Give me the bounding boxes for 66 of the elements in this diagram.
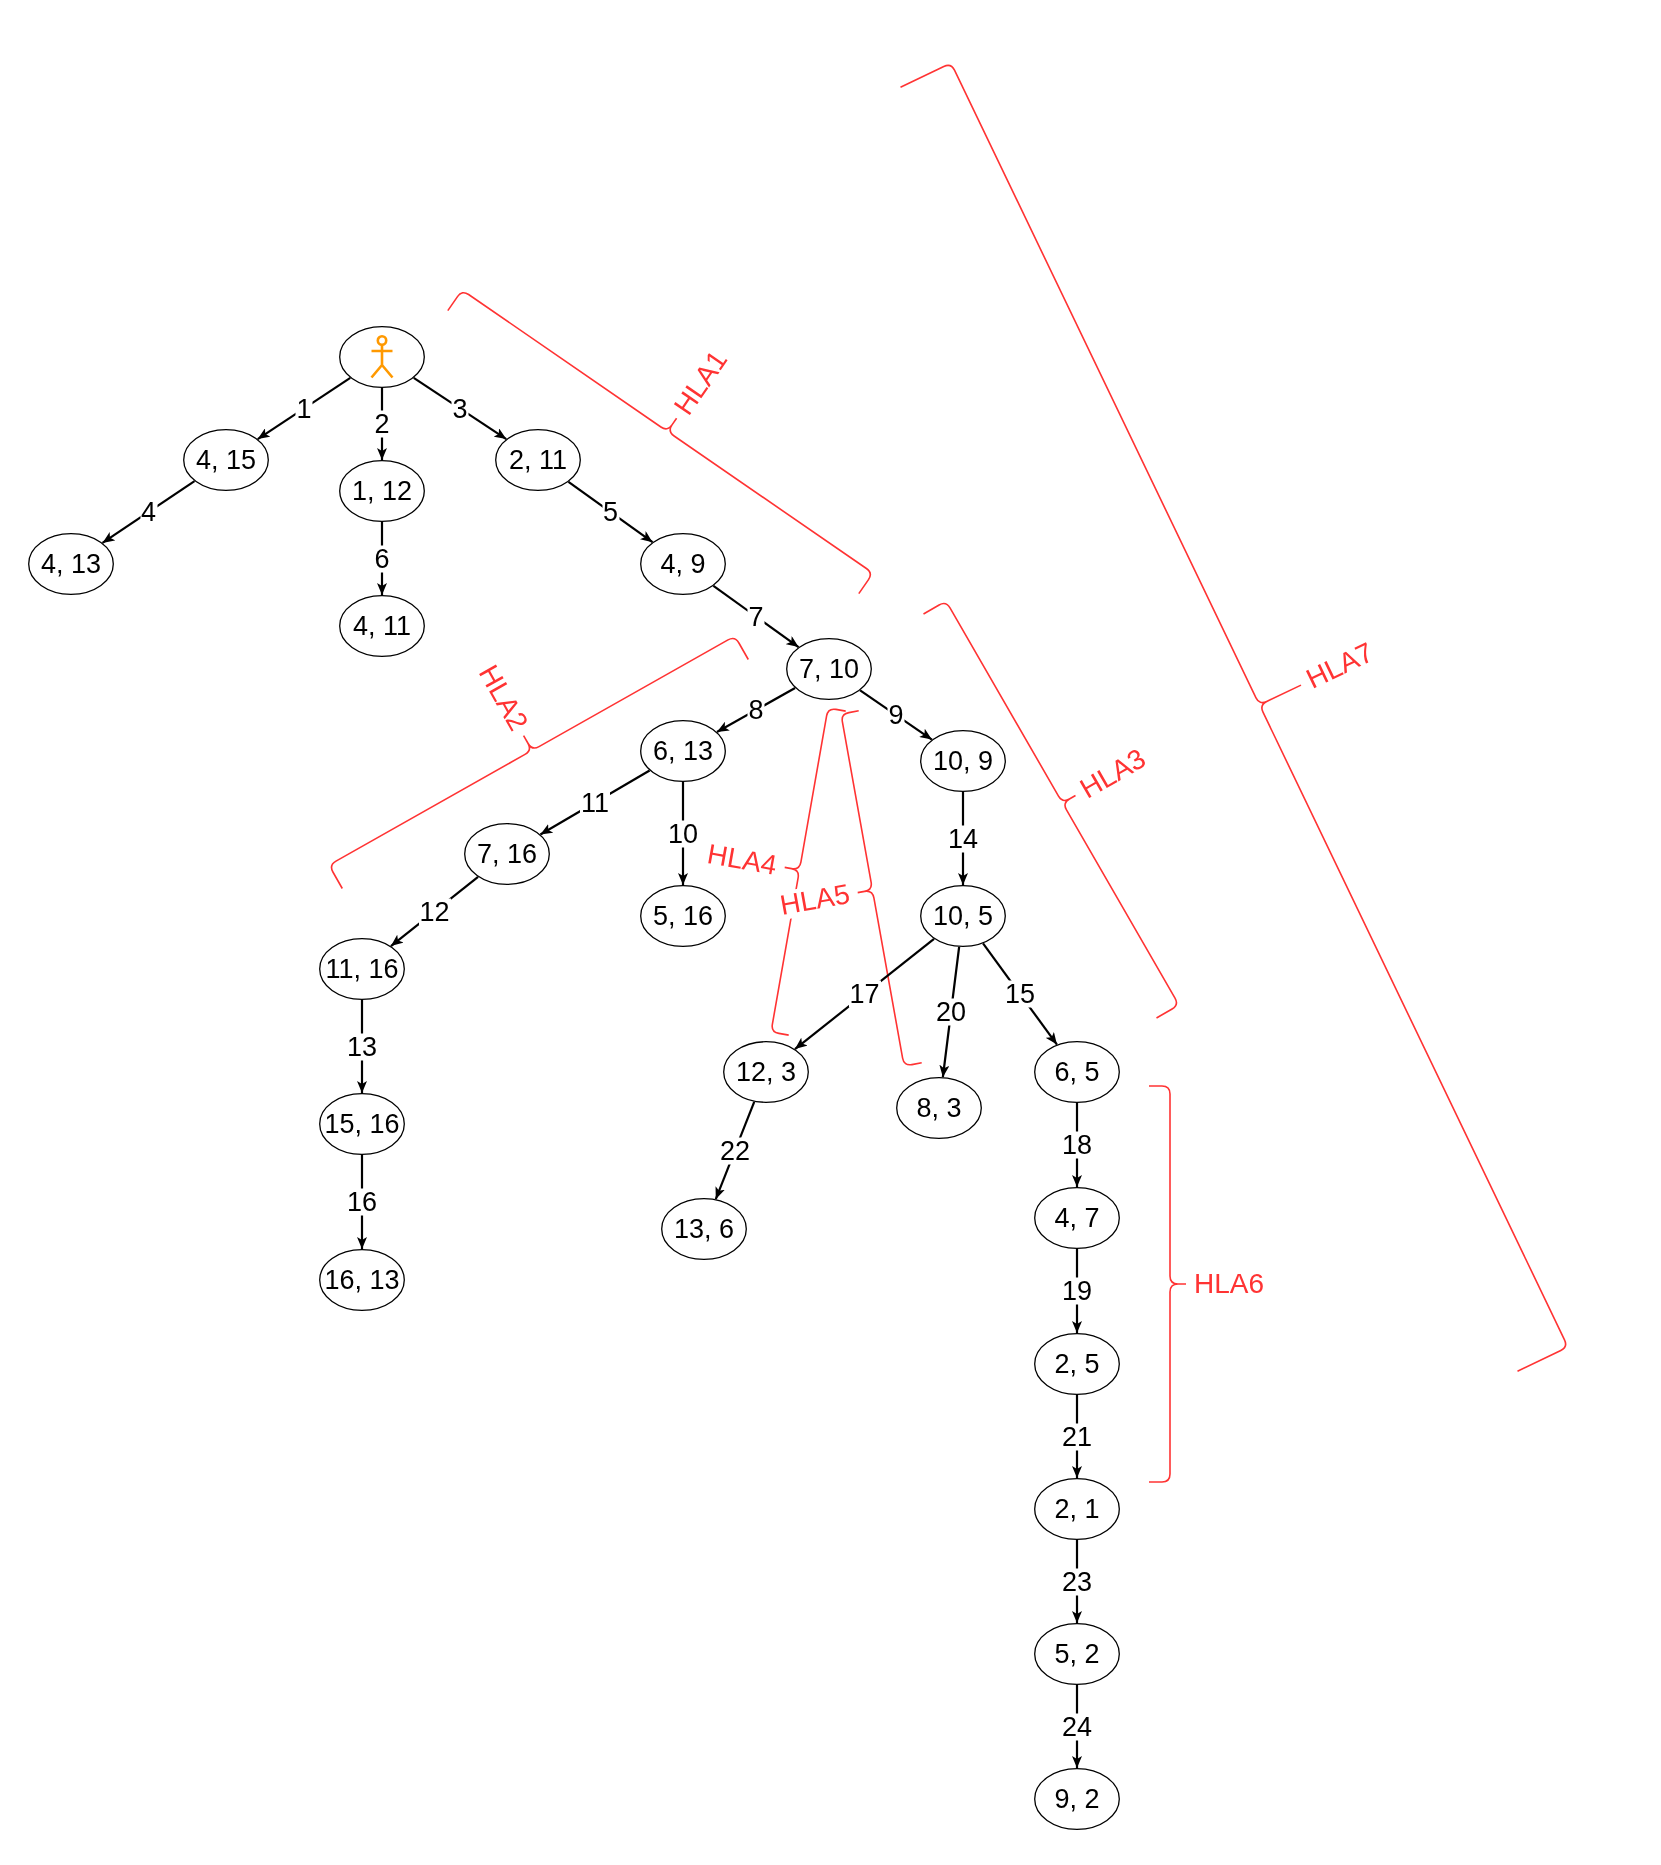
tree-node xyxy=(1034,1623,1120,1685)
node-label: 7, 10 xyxy=(798,655,860,683)
node-label: 13, 6 xyxy=(673,1215,735,1243)
edge-label: 2 xyxy=(373,410,391,438)
node-label: 5, 2 xyxy=(1054,1640,1100,1668)
edge-label: 13 xyxy=(346,1033,378,1060)
tree-node xyxy=(495,429,581,491)
node-label: 15, 16 xyxy=(324,1110,400,1138)
node-label: 1, 12 xyxy=(351,477,413,505)
tree-node xyxy=(661,1198,747,1260)
edge-label: 6 xyxy=(373,545,391,572)
tree-node xyxy=(640,720,726,782)
node-label: 9, 2 xyxy=(1054,1785,1100,1813)
tree-node xyxy=(319,1249,405,1311)
edge-label: 12 xyxy=(418,898,451,925)
tree-node xyxy=(339,595,425,657)
node-label: 2, 11 xyxy=(508,446,568,474)
edge-label: 16 xyxy=(346,1188,378,1216)
edge-label: 14 xyxy=(947,825,979,852)
node-label: 6, 13 xyxy=(652,737,714,765)
tree-node xyxy=(183,429,269,491)
edge-label: 21 xyxy=(1061,1423,1093,1450)
actor-node xyxy=(339,326,425,388)
edge-label: 20 xyxy=(935,998,967,1026)
node-label: 12, 3 xyxy=(735,1058,797,1086)
tree-node xyxy=(1034,1478,1120,1540)
node-label: 4, 7 xyxy=(1054,1204,1100,1232)
edge-label: 24 xyxy=(1061,1713,1093,1740)
tree-node xyxy=(1034,1187,1120,1249)
edge-label: 15 xyxy=(1004,980,1036,1008)
tree-node xyxy=(723,1041,809,1103)
edge-label: 19 xyxy=(1061,1277,1093,1305)
node-label: 4, 13 xyxy=(40,550,102,578)
tree-node xyxy=(786,638,872,700)
node-label: 4, 9 xyxy=(660,550,706,578)
node-label: 11, 16 xyxy=(325,955,399,983)
node-label: 2, 1 xyxy=(1054,1495,1100,1523)
edge-label: 10 xyxy=(667,820,699,847)
tree-node xyxy=(1034,1333,1120,1395)
tree-node xyxy=(319,938,405,1000)
node-label: 5, 16 xyxy=(652,902,714,930)
node-label: 4, 15 xyxy=(195,446,257,474)
tree-node xyxy=(896,1077,982,1139)
edge-label: 18 xyxy=(1061,1131,1093,1159)
node-label: 4, 11 xyxy=(352,612,412,640)
node-label: 8, 3 xyxy=(916,1094,962,1122)
tree-node xyxy=(319,1093,405,1155)
tree-node xyxy=(339,460,425,522)
tree-node xyxy=(640,533,726,595)
tree-node xyxy=(640,885,726,947)
tree-node xyxy=(1034,1768,1120,1830)
tree-node xyxy=(920,885,1006,947)
node-label: 10, 9 xyxy=(932,747,994,775)
node-label: 10, 5 xyxy=(932,902,994,930)
edge-label: 11 xyxy=(580,789,610,816)
edge-label: 17 xyxy=(848,980,881,1008)
tree-node xyxy=(920,730,1006,792)
tree-node xyxy=(464,823,550,885)
edge-label: 22 xyxy=(719,1137,751,1164)
node-label: 7, 16 xyxy=(476,840,538,868)
node-label: 6, 5 xyxy=(1054,1058,1100,1086)
tree-node xyxy=(28,533,114,595)
edge-label: 23 xyxy=(1061,1568,1093,1595)
node-label: 16, 13 xyxy=(324,1266,400,1294)
node-label: 2, 5 xyxy=(1054,1350,1100,1378)
tree-node xyxy=(1034,1041,1120,1103)
